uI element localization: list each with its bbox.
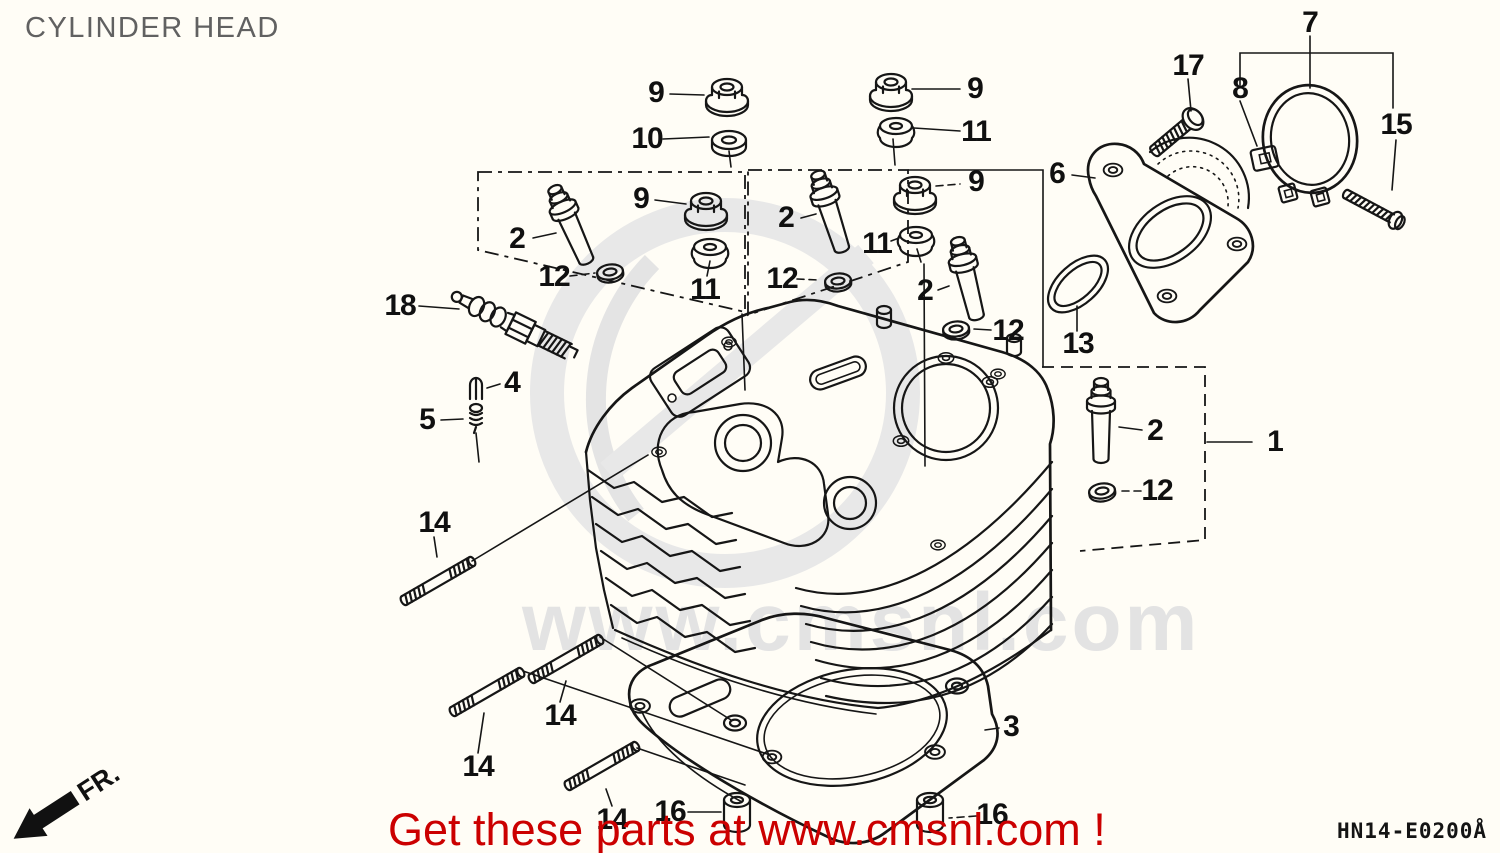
cylinder-base-gasket [627,612,999,845]
intake-manifold-group [1046,83,1406,324]
spark-plug [450,290,579,360]
diagram-code: HN14-E0200Å [1337,819,1488,843]
right-fins [794,460,1054,705]
cap-nut [704,77,750,118]
front-direction-marker: FR. [13,758,125,839]
small-parts-4-5 [468,376,484,435]
front-label: FR. [72,758,125,807]
group-boxes [477,35,1394,552]
cylinder-head-block [584,298,1055,715]
page-title: CYLINDER HEAD [25,12,280,44]
front-arrow-icon [13,790,80,839]
top-face-details [648,304,1023,551]
left-fins [586,468,757,654]
footer-promo-text: Get these parts at www.cmsnl.com ! [388,804,1106,853]
